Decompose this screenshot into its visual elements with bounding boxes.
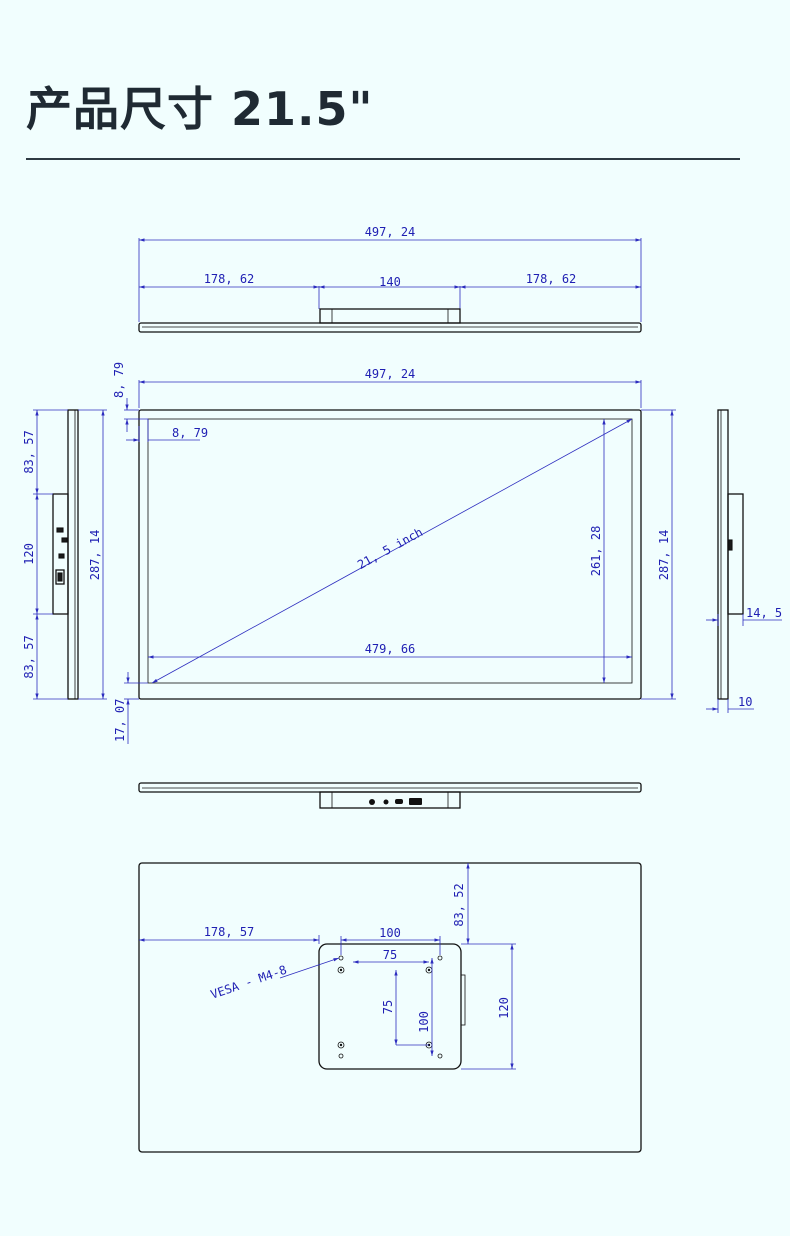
rear-inner-vesa: 75: [383, 948, 397, 962]
top-bracket-width: 140: [379, 275, 401, 289]
front-active-width: 479, 66: [365, 642, 416, 656]
rear-top-offset: 83, 52: [452, 883, 466, 926]
power-jack-icon: [383, 799, 389, 805]
usb-c-port-icon: [395, 799, 403, 804]
left-overall-height: 287, 14: [88, 530, 102, 581]
right-panel-depth: 10: [738, 695, 752, 709]
front-bottom-bezel: 17, 07: [113, 699, 127, 742]
top-overall-width: 497, 24: [365, 225, 416, 239]
rear-view: 83, 52 178, 57 100 75 75 100 120 VESA - …: [138, 862, 642, 1153]
front-active-height: 261, 28: [589, 526, 603, 577]
right-bracket-depth: 14, 5: [746, 606, 782, 620]
rear-left-offset: 178, 57: [204, 925, 255, 939]
left-usb-port-icon: [55, 569, 65, 585]
left-lower-dim: 83, 57: [22, 635, 36, 678]
rear-outer-vesa: 100: [379, 926, 401, 940]
rear-outer-vesa-vertical: 100: [417, 1011, 431, 1033]
left-upper-dim: 83, 57: [22, 430, 36, 473]
front-overall-height: 287, 14: [657, 530, 671, 581]
top-view: 497, 24 178, 62 140 178, 62: [138, 225, 642, 333]
title-divider: [26, 158, 740, 160]
left-side-view: 83, 57 120 83, 57 287, 14: [22, 409, 107, 700]
front-overall-width: 497, 24: [365, 367, 416, 381]
vesa-mount-label: VESA - M4-8: [209, 963, 289, 1002]
left-middle-dim: 120: [22, 543, 36, 565]
front-top-bezel: 8, 79: [112, 362, 126, 398]
top-right-offset: 178, 62: [526, 272, 577, 286]
right-side-view: 14, 5 10: [706, 409, 782, 713]
front-view: 497, 24 8, 79 8, 79 21, 5 inch 479, 66 2…: [112, 362, 676, 744]
left-port-slot-icon: [56, 527, 64, 533]
audio-jack-icon: [369, 799, 375, 805]
front-side-bezel: 8, 79: [172, 426, 208, 440]
bottom-view: [138, 782, 642, 809]
rear-inner-vesa-vertical: 75: [381, 1000, 395, 1014]
front-diagonal: 21, 5 inch: [355, 525, 425, 572]
rear-bracket-height: 120: [497, 997, 511, 1019]
page-title: 产品尺寸 21.5": [26, 82, 374, 136]
top-left-offset: 178, 62: [204, 272, 255, 286]
hdmi-port-icon: [409, 798, 422, 805]
